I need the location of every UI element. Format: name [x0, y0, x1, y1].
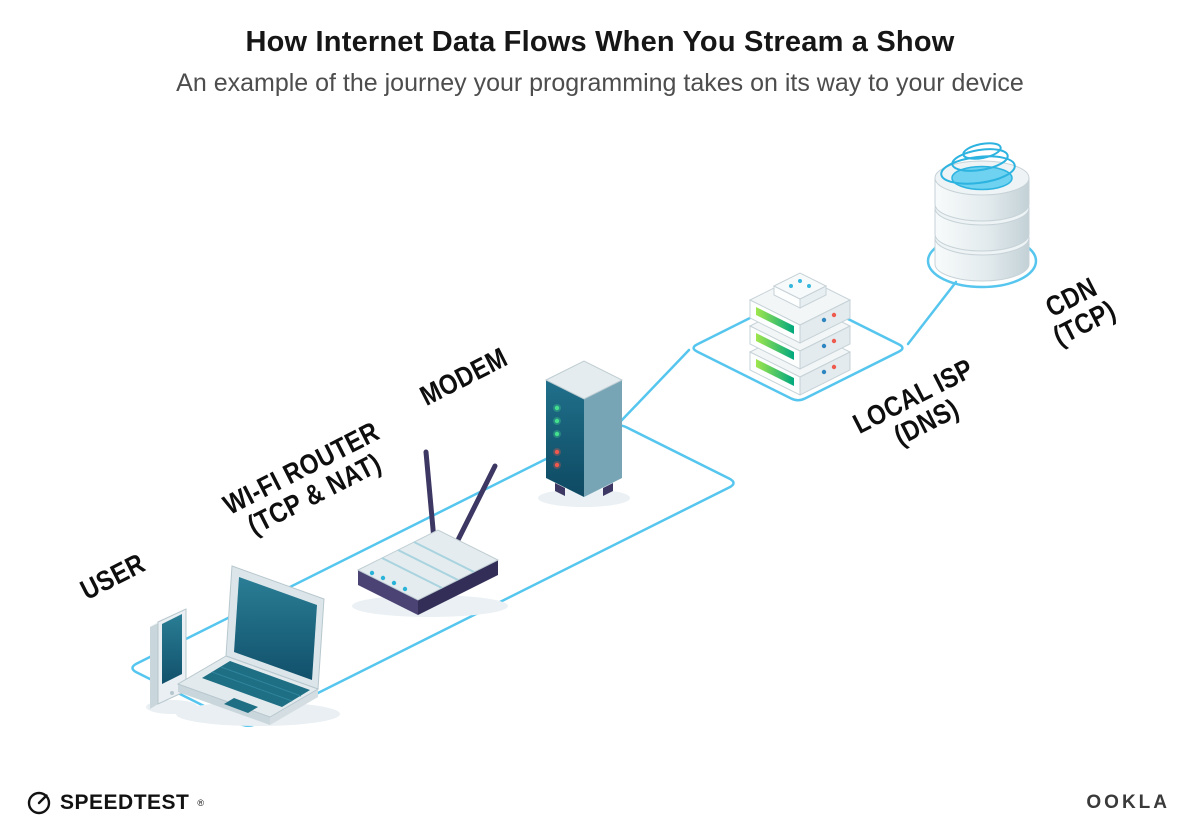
- speedtest-logo: SPEEDTEST ®: [26, 790, 205, 816]
- page-title: How Internet Data Flows When You Stream …: [245, 26, 955, 58]
- footer: SPEEDTEST ® OOKLA: [26, 790, 1170, 816]
- flow-platform-isp: [692, 294, 904, 402]
- ookla-logo: OOKLA: [1086, 792, 1170, 814]
- header: How Internet Data Flows When You Stream …: [0, 26, 1200, 98]
- registered-trademark: ®: [197, 798, 205, 808]
- modem-icon: [538, 360, 630, 507]
- speedtest-gauge-icon: [27, 791, 51, 815]
- isp-server-icon: [748, 272, 852, 396]
- smartphone-icon: [146, 608, 198, 714]
- laptop-icon: [176, 565, 340, 726]
- page-subtitle: An example of the journey your programmi…: [176, 69, 1024, 97]
- speedtest-wordmark: SPEEDTEST: [60, 791, 190, 814]
- wifi-router-icon: [352, 449, 508, 617]
- modem-leds: [553, 404, 561, 469]
- flow-link-isp-cdn: [906, 280, 958, 346]
- ookla-wordmark: OOKLA: [1086, 792, 1170, 813]
- flow-link-modem-isp: [619, 348, 691, 423]
- cdn-database-icon: [934, 142, 1030, 282]
